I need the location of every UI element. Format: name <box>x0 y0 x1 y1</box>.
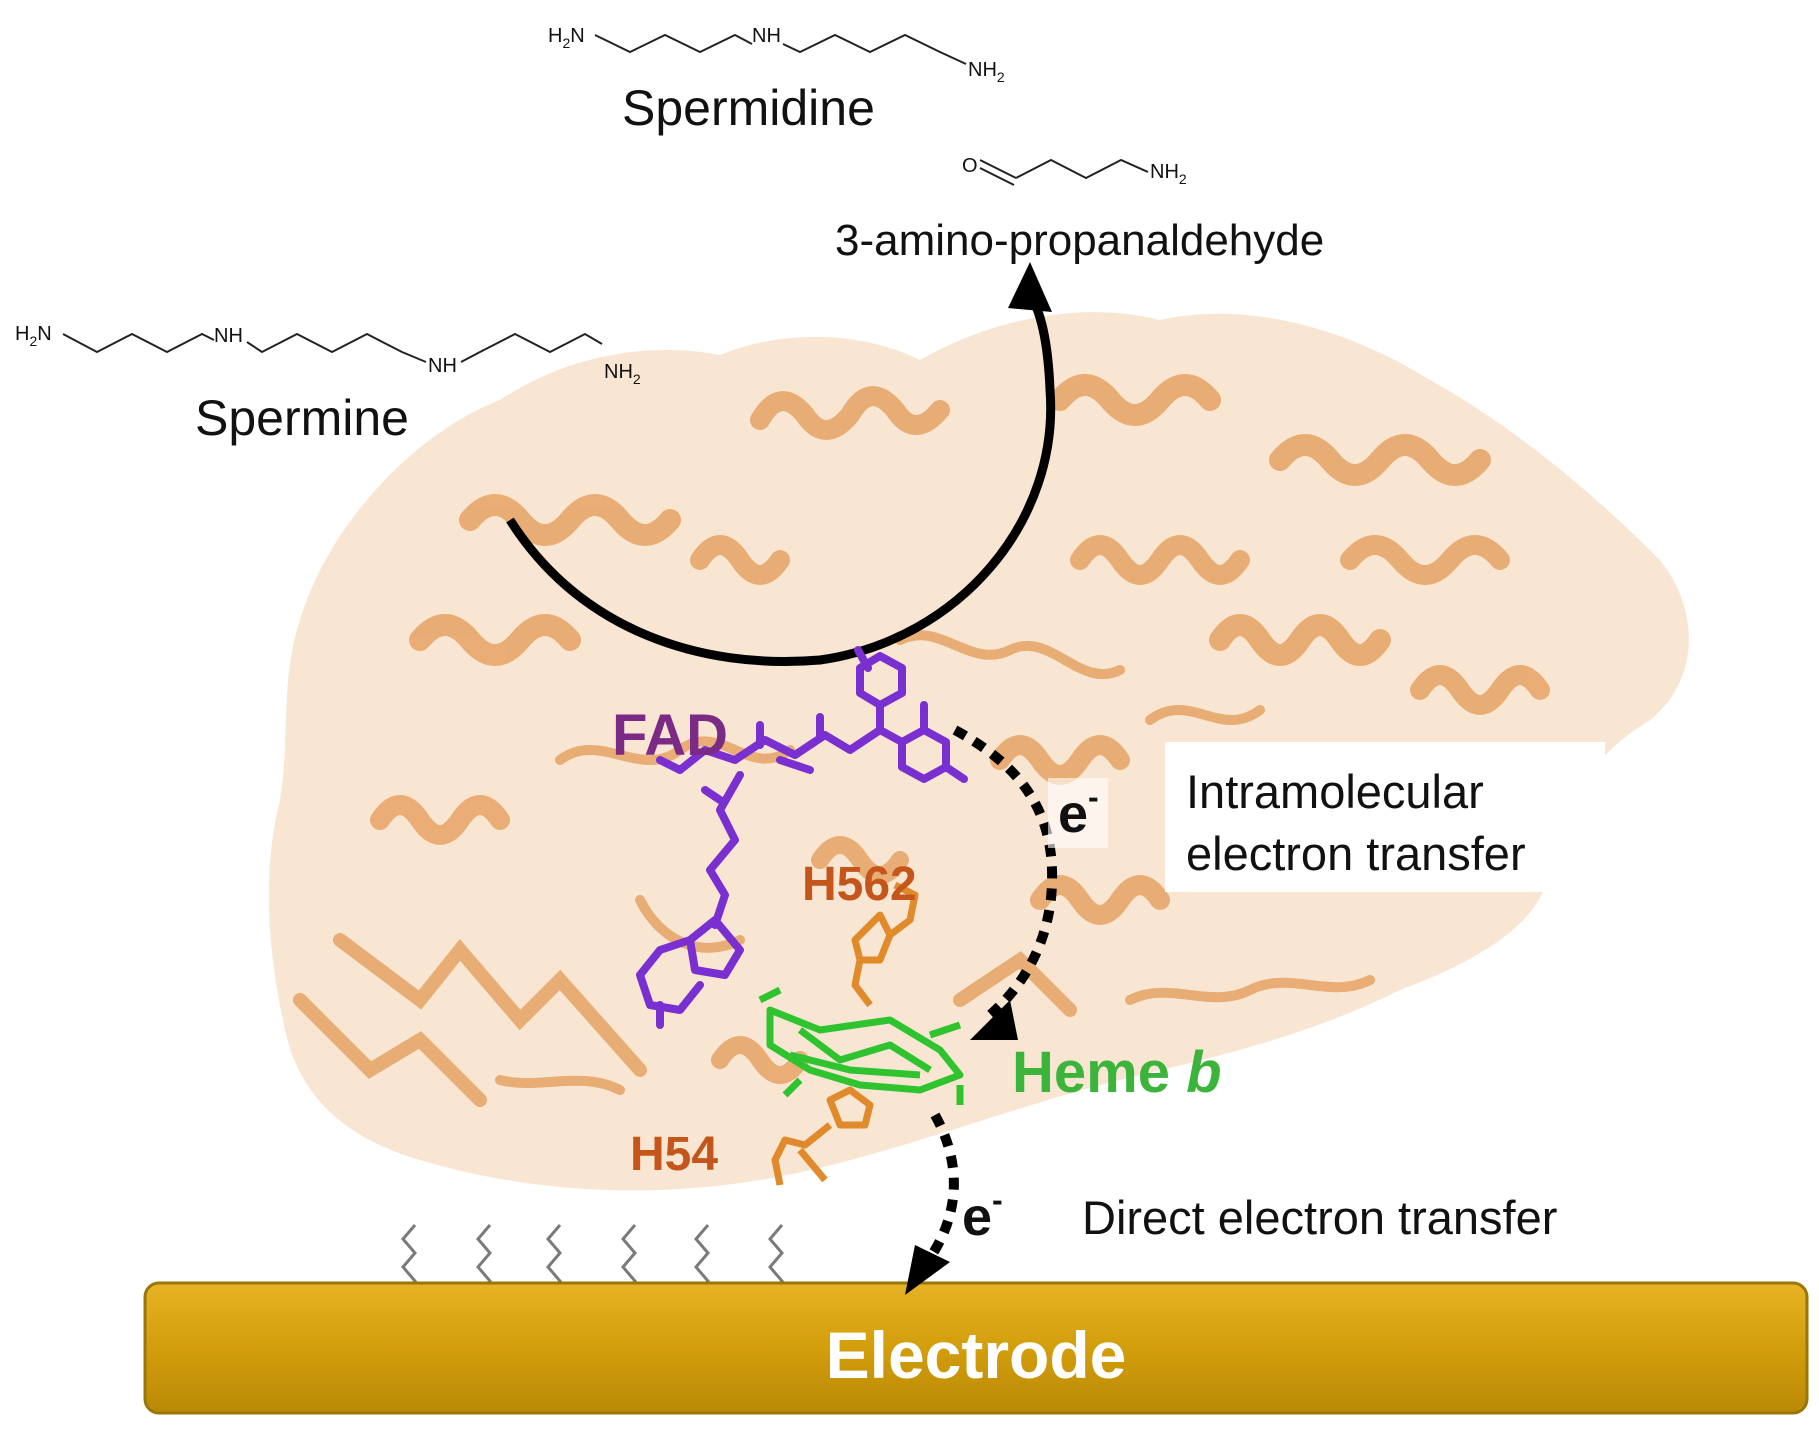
electrode-label: Electrode <box>826 1318 1127 1392</box>
direct-dotted-path <box>925 1112 959 1261</box>
spermidine-structure: H2N NH NH2 Spermidine <box>548 25 1005 136</box>
intramolecular-description-bg <box>1165 742 1605 892</box>
heme-b <box>758 986 964 1105</box>
direct-arrowhead <box>905 1245 950 1295</box>
carbon-chain <box>782 33 967 65</box>
carbon-chain <box>1015 158 1149 180</box>
svg-text:NH2: NH2 <box>968 59 1005 85</box>
atom-label: 2 <box>562 35 570 51</box>
atom-label: H <box>15 323 29 345</box>
fad-phosphate-chain <box>706 771 744 929</box>
electron-label-intramolecular: e- <box>1048 778 1108 848</box>
carbon-chain <box>460 332 603 363</box>
reaction-arrow <box>506 262 1056 666</box>
atom-label: 2 <box>633 371 641 387</box>
svg-text:NH2: NH2 <box>1150 161 1187 187</box>
aldehyde-structure: O NH2 3-amino-propanaldehyde <box>835 155 1324 265</box>
direct-transfer-arrow <box>905 1112 959 1295</box>
electron-symbol: e <box>962 1187 992 1247</box>
spermine-label: Spermine <box>195 390 409 446</box>
carbon-chain <box>62 332 215 354</box>
svg-text:H2N: H2N <box>15 323 52 349</box>
electrode-bar <box>143 1281 1809 1415</box>
intramolecular-description: Intramolecular electron transfer <box>1165 742 1605 892</box>
reaction-arrowhead <box>1008 262 1052 312</box>
atom-label: NH <box>214 325 243 347</box>
electron-charge: - <box>1088 779 1099 815</box>
reaction-curve <box>506 292 1056 666</box>
direct-transfer-label: Direct electron transfer <box>1082 1191 1557 1244</box>
intramolecular-dotted-path <box>952 725 1058 1019</box>
carbon-chain <box>246 332 427 363</box>
atom-label: 2 <box>1179 171 1187 187</box>
atom-label: NH <box>604 361 633 383</box>
carbon-chain <box>594 33 753 54</box>
fad-adenosine <box>636 916 744 1029</box>
intramolecular-line1: Intramolecular <box>1186 765 1484 818</box>
svg-text:H2N: H2N <box>548 25 585 51</box>
double-bond <box>979 159 1017 179</box>
heme-b-label-text: Heme <box>1012 1040 1186 1105</box>
h54-label: H54 <box>630 1128 718 1181</box>
direct-description-bg <box>1070 1160 1700 1245</box>
electron-charge: - <box>992 1182 1003 1218</box>
electrode-group: Electrode <box>143 1224 1809 1415</box>
spermidine-label: Spermidine <box>622 80 875 136</box>
atom-label: 2 <box>997 69 1005 85</box>
atom-label: H <box>548 25 562 47</box>
h562-residue <box>851 881 919 1008</box>
h54-residue <box>771 1086 874 1186</box>
atom-label: N <box>570 25 584 47</box>
electron-label-bg <box>1048 778 1108 848</box>
fad-label: FAD <box>612 703 728 768</box>
intramolecular-transfer-arrow <box>952 725 1058 1040</box>
aldehyde-label: 3-amino-propanaldehyde <box>835 216 1324 265</box>
fad-methyl <box>701 756 814 804</box>
heme-b-label: Heme b <box>1012 1040 1222 1105</box>
heme-b-label-italic: b <box>1186 1040 1221 1105</box>
intramolecular-arrowhead <box>970 1000 1018 1040</box>
intramolecular-line2: electron transfer <box>1186 827 1526 880</box>
atom-label: 2 <box>29 333 37 349</box>
electron-label-direct: e- <box>962 1182 1003 1247</box>
atom-label: NH <box>428 355 457 377</box>
atom-label: N <box>37 323 51 345</box>
direct-description: Direct electron transfer <box>1070 1160 1700 1245</box>
electron-symbol: e <box>1058 784 1088 844</box>
spermine-structure: H2N NH NH NH2 Spermine <box>15 323 641 446</box>
double-bond <box>979 167 1015 186</box>
svg-text:e-: e- <box>962 1182 1003 1247</box>
svg-text:NH2: NH2 <box>604 361 641 387</box>
svg-text:e-: e- <box>1058 779 1099 844</box>
protein-structure <box>268 312 1689 1191</box>
h562-label: H562 <box>802 858 917 911</box>
atom-label: O <box>962 155 978 177</box>
fad-ribityl-chain <box>656 713 884 774</box>
atom-label: NH <box>1150 161 1179 183</box>
atom-label: NH <box>752 25 781 47</box>
fad-cofactor <box>636 646 968 1029</box>
atom-label: NH <box>968 59 997 81</box>
fad-isoalloxazine <box>854 646 968 783</box>
